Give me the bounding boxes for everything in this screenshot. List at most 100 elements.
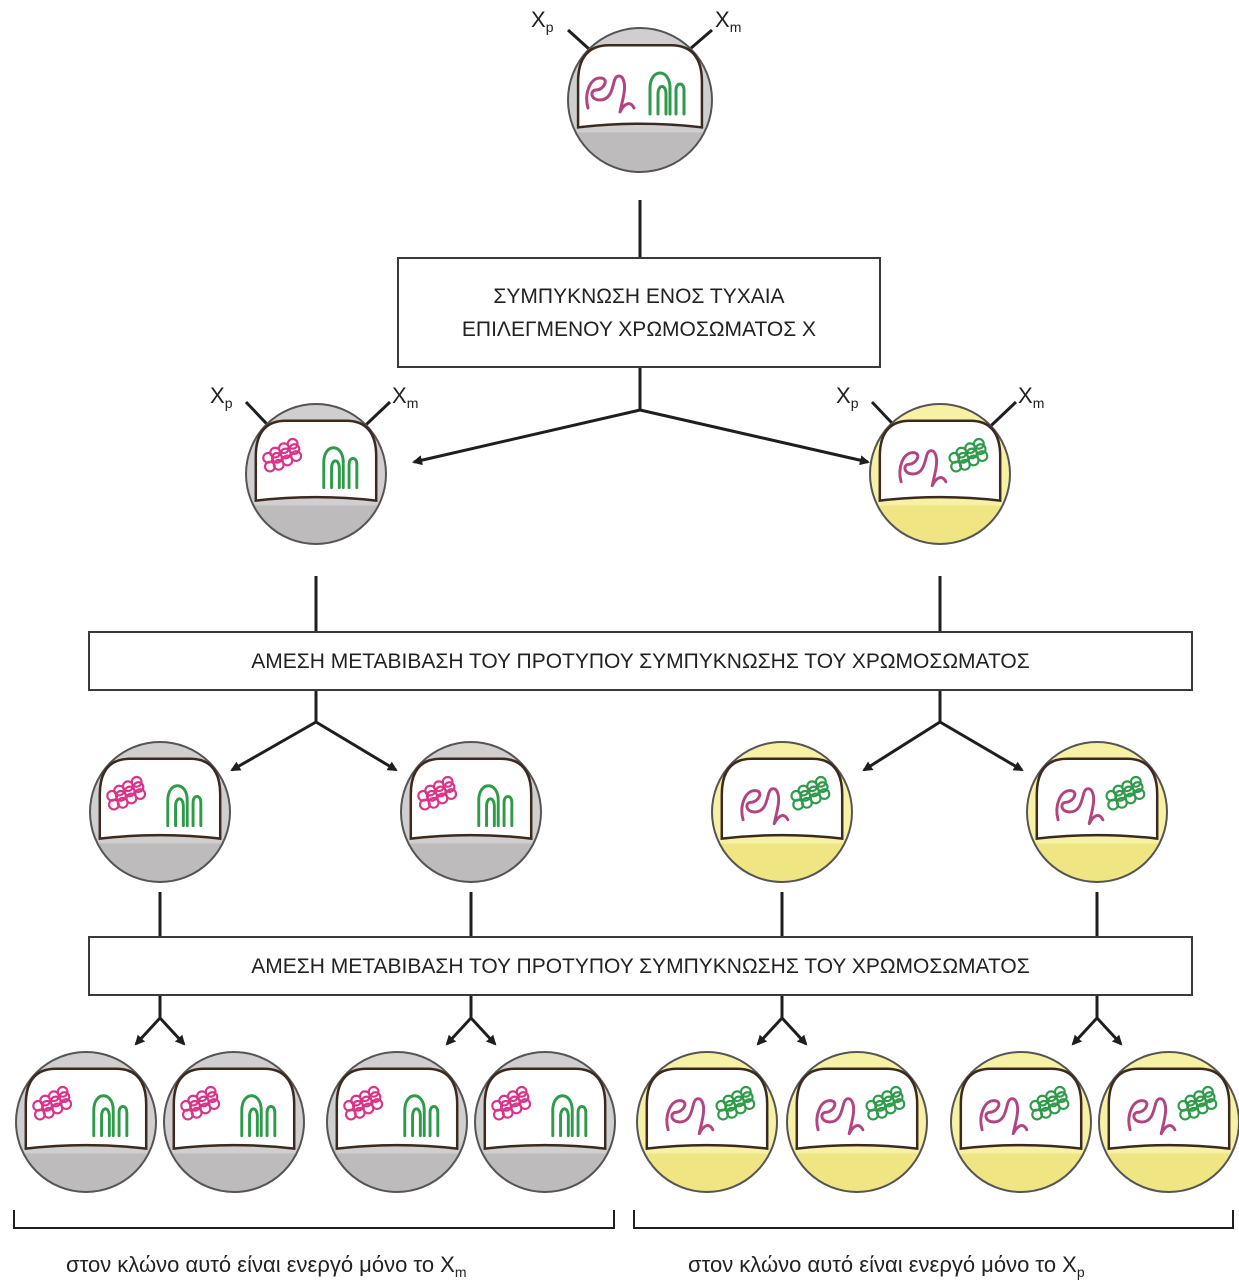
- condensed-bead: [286, 437, 299, 450]
- condensed-bead: [288, 443, 301, 456]
- cell-level2-1: [89, 741, 231, 883]
- paternal-chromosome-condensed: [180, 1085, 221, 1121]
- cell-shading: [164, 1153, 304, 1192]
- condensed-bead: [1057, 1098, 1070, 1111]
- cell-shading: [787, 1153, 927, 1192]
- arrow: [756, 1016, 784, 1046]
- cell-shading: [475, 1153, 615, 1192]
- condensed-bead: [134, 788, 147, 801]
- arrow: [230, 720, 317, 772]
- paternal-chromosome-active: [815, 1097, 865, 1136]
- condensed-bead: [208, 1098, 221, 1111]
- cell-shading: [246, 505, 386, 544]
- condensed-bead: [204, 1085, 217, 1098]
- condensed-bead: [519, 1098, 532, 1111]
- condensed-bead: [443, 781, 456, 794]
- paternal-chromosome-condensed: [343, 1085, 384, 1121]
- arrow: [1071, 1016, 1099, 1046]
- paternal-chromosome-active: [1127, 1097, 1177, 1136]
- cell-membrane: [1098, 1051, 1239, 1193]
- arrow: [134, 1016, 162, 1046]
- condensed-bead: [1131, 781, 1144, 794]
- nucleus: [172, 1067, 296, 1151]
- condensed-bead: [739, 1085, 752, 1098]
- cell-membrane: [950, 1051, 1092, 1193]
- nucleus: [254, 419, 378, 503]
- arrow: [780, 1016, 808, 1046]
- maternal-chromosome-active: [92, 1094, 129, 1138]
- cell-shading: [327, 1153, 467, 1192]
- nucleus: [878, 419, 1002, 503]
- bracket-left-clone: [13, 1210, 615, 1229]
- nucleus: [1107, 1067, 1231, 1151]
- cell-level2-2: [400, 741, 542, 883]
- cell-membrane: [326, 1051, 468, 1193]
- condensed-bead: [1205, 1098, 1218, 1111]
- arrow: [939, 720, 1024, 772]
- cell-level3-2: [163, 1051, 305, 1193]
- condensed-bead: [1203, 1091, 1216, 1104]
- arrow: [315, 720, 398, 772]
- maternal-chromosome-active: [403, 1094, 440, 1138]
- paternal-chromosome-active: [665, 1097, 715, 1136]
- condensed-bead: [369, 1091, 382, 1104]
- nucleus: [959, 1067, 1083, 1151]
- paternal-chromosome-condensed: [417, 775, 458, 811]
- nucleus: [1035, 757, 1159, 841]
- cell-level1-yellow: [869, 403, 1011, 545]
- condensed-bead: [814, 775, 827, 788]
- arrow: [412, 408, 641, 466]
- arrow: [862, 720, 941, 772]
- arrow: [1095, 1016, 1123, 1046]
- cell-membrane: [245, 403, 387, 545]
- arrow: [639, 408, 870, 466]
- paternal-chromosome-condensed: [32, 1085, 73, 1121]
- cell-level2-3: [711, 741, 853, 883]
- nucleus: [483, 1067, 607, 1151]
- condensed-bead: [371, 1098, 384, 1111]
- condensed-bead: [974, 443, 987, 456]
- cell-membrane: [163, 1051, 305, 1193]
- nucleus: [335, 1067, 459, 1151]
- label-xp-right: Xp: [836, 383, 859, 412]
- cell-level3-7: [950, 1051, 1092, 1193]
- cell-shading: [637, 1153, 777, 1192]
- cell-shading: [568, 132, 712, 172]
- caption-right-clone: στον κλώνο αυτό είναι ενεργό μόνο το Xp: [688, 1252, 1085, 1280]
- nucleus: [98, 757, 222, 841]
- maternal-chromosome-active: [551, 1094, 588, 1138]
- caption-left-clone: στον κλώνο αυτό είναι ενεργό μόνο το Xm: [66, 1252, 467, 1280]
- step-box-random-condensation: ΣΥΜΠΥΚΝΩΣΗ ΕΝΟΣ ΤΥΧΑΙΑ ΕΠΙΛΕΓΜΕΝΟΥ ΧΡΩΜΟ…: [397, 257, 881, 368]
- condensed-bead: [1129, 775, 1142, 788]
- nucleus: [409, 757, 533, 841]
- condensed-bead: [290, 450, 303, 463]
- nucleus: [795, 1067, 919, 1151]
- label-xm-top: Xm: [715, 7, 742, 36]
- condensed-bead: [818, 788, 831, 801]
- maternal-chromosome-active: [322, 446, 359, 490]
- step-box-transmission-1: ΑΜΕΣΗ ΜΕΤΑΒΙΒΑΣΗ ΤΟΥ ΠΡΟΤΥΠΟΥ ΣΥΜΠΥΚΝΩΣΗ…: [88, 631, 1193, 691]
- cell-shading: [16, 1153, 156, 1192]
- paternal-chromosome-active: [585, 74, 636, 114]
- step-box-line-1: ΣΥΜΠΥΚΝΩΣΗ ΕΝΟΣ ΤΥΧΑΙΑ: [493, 284, 785, 308]
- condensed-bead: [60, 1098, 73, 1111]
- label-xm-right: Xm: [1018, 383, 1045, 412]
- maternal-chromosome-active: [477, 784, 514, 828]
- paternal-chromosome-condensed: [106, 775, 147, 811]
- cell-membrane: [400, 741, 542, 883]
- cells-layer: [15, 27, 1239, 1193]
- condensed-bead: [206, 1091, 219, 1104]
- connector-lines: [134, 28, 1123, 1046]
- cell-shading: [951, 1153, 1091, 1192]
- cell-membrane: [474, 1051, 616, 1193]
- nucleus: [645, 1067, 769, 1151]
- paternal-chromosome-active: [898, 449, 948, 488]
- condensed-bead: [58, 1091, 71, 1104]
- condensed-bead: [1201, 1085, 1214, 1098]
- cell-level3-6: [786, 1051, 928, 1193]
- condensed-bead: [515, 1085, 528, 1098]
- maternal-chromosome-condensed: [790, 775, 831, 811]
- cell-membrane: [711, 741, 853, 883]
- condensed-bead: [891, 1091, 904, 1104]
